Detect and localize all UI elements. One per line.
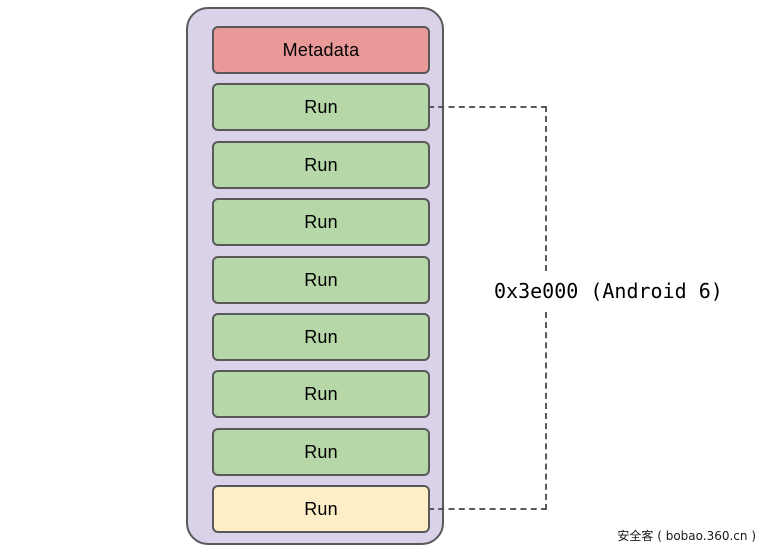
run-block: Run [212, 140, 430, 189]
run-block: Run [212, 313, 430, 361]
run-block: Run [212, 83, 430, 132]
run-block: Run [212, 255, 430, 304]
watermark: 安全客 ( bobao.360.cn ) [617, 529, 756, 543]
callout-line-vertical-upper [545, 106, 547, 271]
metadata-block: Metadata [212, 26, 430, 74]
callout-line-top [428, 106, 547, 108]
run-block: Run [212, 370, 430, 419]
callout-line-vertical-lower [545, 312, 547, 510]
run-block: Run [212, 427, 430, 476]
callout-line-bottom [428, 508, 547, 510]
region-size-label: 0x3e000 (Android 6) [494, 279, 723, 303]
run-block: Run [212, 198, 430, 247]
run-block: Run [212, 485, 430, 534]
